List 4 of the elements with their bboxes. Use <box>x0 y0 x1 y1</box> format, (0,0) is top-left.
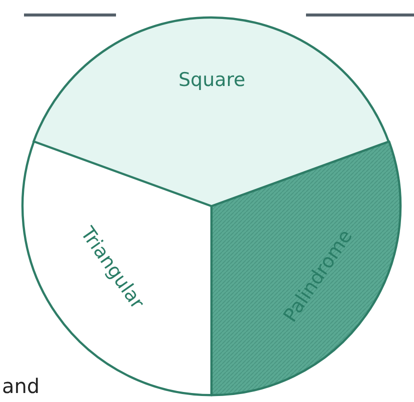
region-label: Square <box>178 69 246 91</box>
text-fragment: and <box>2 374 40 398</box>
sector-region <box>32 16 390 208</box>
sector-region <box>210 140 402 396</box>
